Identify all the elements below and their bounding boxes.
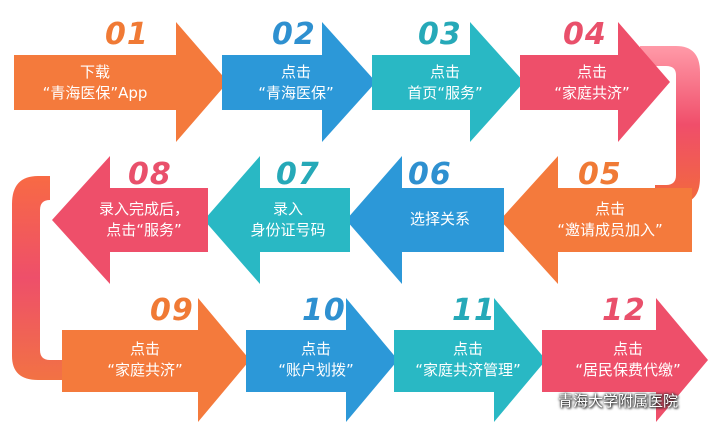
step-label-08-line1: 录入完成后，	[98, 200, 189, 218]
step-label-11: 点击 “家庭共济管理”	[398, 339, 538, 381]
step-number-04: 04	[563, 17, 607, 52]
step-arrow-02	[222, 22, 376, 142]
step-arrow-11	[394, 298, 546, 422]
step-arrow-07	[204, 156, 350, 284]
step-label-01-line2: “青海医保”App	[42, 84, 148, 102]
step-label-11-line2: “家庭共济管理”	[415, 361, 521, 379]
step-number-08: 08	[128, 157, 172, 192]
step-label-04: 点击 “家庭共济”	[526, 62, 658, 104]
step-arrow-09	[62, 298, 250, 422]
step-label-08-line2: 点击“服务”	[106, 221, 182, 239]
step-label-09-line1: 点击	[129, 340, 160, 358]
step-label-03-line1: 点击	[429, 63, 460, 81]
step-arrow-03	[372, 22, 524, 142]
step-number-12: 12	[602, 293, 646, 328]
step-label-08: 录入完成后， 点击“服务”	[84, 199, 204, 241]
step-label-04-line1: 点击	[576, 63, 607, 81]
step-label-09-line2: “家庭共济”	[107, 361, 183, 379]
step-arrow-06	[346, 156, 504, 284]
step-label-10-line1: 点击	[300, 340, 331, 358]
step-label-10: 点击 “账户划拨”	[252, 339, 380, 381]
step-label-05-line1: 点击	[594, 200, 625, 218]
step-arrow-12	[542, 298, 708, 422]
step-label-06: 选择关系	[380, 209, 500, 230]
step-label-12-line2: “居民保费代缴”	[575, 361, 681, 379]
step-label-02: 点击 “青海医保”	[228, 62, 364, 104]
step-label-06-line1: 选择关系	[409, 210, 470, 228]
step-arrow-05	[500, 156, 692, 284]
step-arrow-08	[52, 156, 208, 284]
step-label-12-line1: 点击	[612, 340, 643, 358]
step-number-06: 06	[408, 157, 452, 192]
step-number-03: 03	[418, 17, 462, 52]
wechat-icon	[528, 390, 551, 409]
step-label-07-line1: 录入	[272, 200, 303, 218]
step-arrow-04	[520, 22, 670, 142]
u-turn-connector-left	[12, 176, 74, 380]
step-label-01-line1: 下载	[79, 63, 110, 81]
step-label-03: 点击 首页“服务”	[378, 62, 512, 104]
step-arrow-10	[246, 298, 398, 422]
step-number-07: 07	[276, 157, 320, 192]
step-label-09: 点击 “家庭共济”	[70, 339, 220, 381]
step-arrow-01	[14, 22, 228, 142]
step-number-10: 10	[302, 293, 346, 328]
step-label-01: 下载 “青海医保”App	[20, 62, 170, 104]
step-number-11: 11	[452, 293, 496, 328]
watermark-text: 青海大学附属医院	[558, 391, 679, 410]
step-label-03-line2: 首页“服务”	[407, 84, 483, 102]
step-label-07: 录入 身份证号码	[232, 199, 344, 241]
step-label-07-line2: 身份证号码	[250, 221, 326, 239]
step-label-05-line2: “邀请成员加入”	[557, 221, 663, 239]
u-turn-connector-right	[640, 46, 700, 204]
watermark: 青海大学附属医院	[528, 385, 678, 415]
step-label-12: 点击 “居民保费代缴”	[548, 339, 708, 381]
step-label-02-line2: “青海医保”	[258, 84, 334, 102]
step-label-10-line2: “账户划拨”	[278, 361, 354, 379]
step-number-01: 01	[105, 17, 149, 52]
step-number-02: 02	[272, 17, 316, 52]
step-number-09: 09	[150, 293, 194, 328]
step-number-05: 05	[578, 157, 622, 192]
step-label-04-line2: “家庭共济”	[554, 84, 630, 102]
step-label-02-line1: 点击	[280, 63, 311, 81]
step-label-05: 点击 “邀请成员加入”	[530, 199, 690, 241]
step-label-11-line1: 点击	[452, 340, 483, 358]
